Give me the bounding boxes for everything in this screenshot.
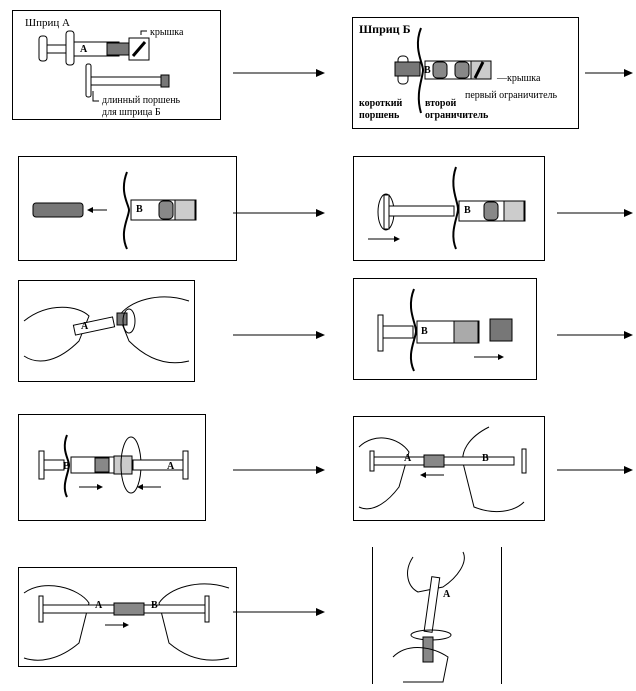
letter-b: B bbox=[136, 204, 143, 215]
arrow-right bbox=[557, 466, 633, 474]
letter-a: A bbox=[81, 321, 89, 332]
panel-step-connect-syringes: B A bbox=[18, 414, 206, 521]
letter-b: B bbox=[464, 205, 471, 216]
label-short-plunger: короткий bbox=[359, 98, 403, 109]
letter-b: B bbox=[421, 326, 428, 337]
letter-b: B bbox=[63, 461, 70, 472]
panel-step-mix-a-to-b: A B bbox=[353, 416, 545, 521]
syringes-connect-illustration bbox=[38, 434, 189, 498]
arrow-right bbox=[585, 69, 633, 77]
letter-a: A bbox=[167, 461, 175, 472]
panel-step-insert-long-plunger: B bbox=[353, 156, 545, 261]
label-second-stopper: второй bbox=[425, 98, 457, 109]
panel-step-final: A bbox=[372, 547, 502, 684]
label-first-stopper: первый ограничитель bbox=[465, 90, 558, 101]
syringe-b-illustration bbox=[394, 27, 492, 114]
arrow-right bbox=[557, 209, 633, 217]
label-second-stopper-2: ограничитель bbox=[425, 110, 489, 121]
hands-mix-illustration bbox=[358, 426, 527, 513]
label-short-plunger-2: поршень bbox=[359, 110, 400, 121]
letter-b: B bbox=[482, 453, 489, 464]
letter-a: A bbox=[443, 589, 451, 600]
letter-a: A bbox=[404, 453, 412, 464]
arrow-right bbox=[233, 69, 325, 77]
panel-syringe-b: Шприц Б B —крышка первый ограничитель ко… bbox=[352, 17, 579, 129]
panel-title: Шприц А bbox=[25, 17, 70, 29]
panel-step-mix-b-to-a: A B bbox=[18, 567, 237, 667]
label-long-plunger: длинный поршень bbox=[102, 95, 181, 106]
syringe-a-illustration bbox=[38, 30, 170, 102]
syringe-illustration bbox=[32, 171, 197, 250]
letter-a: A bbox=[95, 600, 103, 611]
arrow-right bbox=[233, 209, 325, 217]
arrow-right bbox=[557, 331, 633, 339]
hands-uncap-illustration bbox=[23, 296, 190, 364]
letter-a: A bbox=[80, 44, 88, 55]
panel-step-remove-short-plunger: B bbox=[18, 156, 237, 261]
letter-b: B bbox=[151, 600, 158, 611]
label-for-syringe-b: для шприца Б bbox=[102, 107, 161, 118]
syringe-illustration bbox=[368, 166, 526, 250]
panel-step-uncap-syringe-a: A bbox=[18, 280, 195, 382]
letter-b: B bbox=[424, 65, 431, 76]
arrow-right bbox=[233, 466, 325, 474]
syringe-illustration bbox=[377, 288, 513, 372]
hands-mix-illustration bbox=[23, 583, 230, 661]
panel-syringe-a: Шприц А A крышка длинный поршень для шпр… bbox=[12, 10, 221, 120]
arrow-right bbox=[233, 608, 325, 616]
label-cap: —крышка bbox=[497, 73, 541, 84]
label-cap: крышка bbox=[150, 27, 184, 38]
hands-vertical-syringe-illustration bbox=[392, 551, 465, 683]
panel-step-uncap-syringe-b: B bbox=[353, 278, 537, 380]
panel-title: Шприц Б bbox=[359, 22, 411, 36]
arrow-right bbox=[233, 331, 325, 339]
